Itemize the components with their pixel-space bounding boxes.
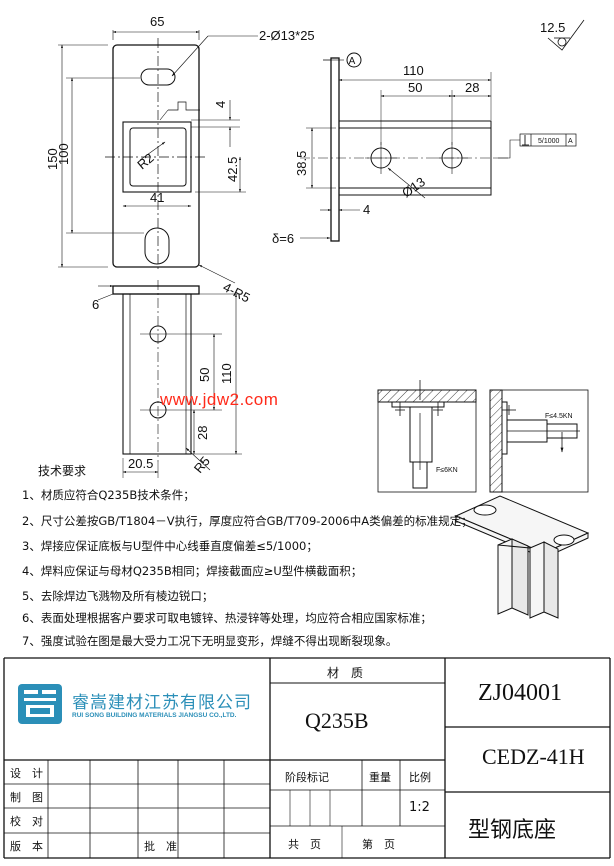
dim-front-110: 110 xyxy=(219,363,234,384)
perpendicularity-value: 5/1000 xyxy=(538,138,560,145)
dim-side-50: 50 xyxy=(408,80,422,95)
dim-side-110: 110 xyxy=(403,63,424,78)
material-value: Q235B xyxy=(305,708,369,733)
tech-item-3: 3、焊接应保证底板与U型件中心线垂直度偏差≤5/1000； xyxy=(22,539,318,553)
check-label: 校 对 xyxy=(10,815,43,828)
dim-height-100: 100 xyxy=(56,143,71,165)
scale-label: 比例 xyxy=(409,771,431,784)
company-logo-icon xyxy=(18,684,62,724)
version-label: 版 本 xyxy=(10,840,43,853)
weight-label: 重量 xyxy=(369,771,391,784)
draw-label: 制 图 xyxy=(10,791,43,804)
company-name-cn: 睿嵩建材江苏有限公司 xyxy=(72,693,252,713)
dim-4a: 4 xyxy=(213,101,228,108)
part-name: 型钢底座 xyxy=(468,818,557,843)
tech-item-4: 4、焊料应保证与母材Q235B相同；焊接截面应≥U型件横截面积； xyxy=(22,564,363,578)
load-diagram-horizontal xyxy=(489,389,589,493)
dim-front-6: 6 xyxy=(92,297,99,312)
tech-item-1: 1、材质应符合Q235B技术条件； xyxy=(22,488,195,502)
front-view xyxy=(97,280,242,478)
design-label: 设 计 xyxy=(10,767,43,780)
dim-top-width: 65 xyxy=(150,14,164,29)
title-block xyxy=(3,657,611,859)
force-vertical: F≤6KN xyxy=(436,467,458,474)
watermark-text: www.jdw2.com xyxy=(160,390,279,409)
dim-front-20-5: 20.5 xyxy=(128,456,153,471)
dim-42-5: 42.5 xyxy=(225,157,240,182)
tech-item-2: 2、尺寸公差按GB/T1804－V执行，厚度应符合GB/T709-2006中A类… xyxy=(22,514,473,528)
company-name-en: RUI SONG BUILDING MATERIALS JIANGSU CO.,… xyxy=(72,712,237,719)
page-number: 第 页 xyxy=(362,838,395,851)
dim-front-50: 50 xyxy=(197,368,212,382)
force-horizontal: F≤4.5KN xyxy=(545,413,573,420)
isometric-view xyxy=(454,495,590,619)
dim-thickness: δ=6 xyxy=(272,231,294,246)
dim-side-28: 28 xyxy=(465,80,479,95)
tech-item-5: 5、去除焊边飞溅物及所有棱边锐口； xyxy=(22,589,214,603)
top-view xyxy=(58,30,258,284)
dim-r2: R2 xyxy=(134,150,156,172)
tech-item-6: 6、表面处理根据客户要求可取电镀锌、热浸锌等处理，均应符合相应国家标准； xyxy=(22,611,432,625)
dim-front-r5: R5 xyxy=(191,454,213,476)
dim-height-150: 150 xyxy=(45,148,60,170)
dim-front-28: 28 xyxy=(195,426,210,440)
model-number: CEDZ-41H xyxy=(482,744,585,769)
load-diagram-vertical xyxy=(377,380,477,493)
dim-hole-spec: 2-Ø13*25 xyxy=(259,28,315,43)
datum-label: A xyxy=(349,56,356,67)
dim-41: 41 xyxy=(150,190,164,205)
dim-side-4: 4 xyxy=(363,202,370,217)
drawing-number: ZJ04001 xyxy=(478,680,562,706)
tech-item-7: 7、强度试验在图是最大受力工况下无明显变形，焊缝不得出现断裂现象。 xyxy=(22,634,398,648)
scale-value: 1:2 xyxy=(409,800,430,815)
perpendicularity-datum: A xyxy=(568,138,573,145)
tech-requirements-title: 技术要求 xyxy=(38,464,87,478)
total-pages: 共 页 xyxy=(288,838,321,851)
dim-corner: 4-R5 xyxy=(221,279,253,305)
side-view xyxy=(300,52,577,242)
roughness-symbol xyxy=(547,19,585,51)
approve-label: 批 准 xyxy=(144,840,177,853)
surface-roughness-value: 12.5 xyxy=(540,20,565,35)
dim-side-38-5: 38.5 xyxy=(294,151,309,176)
stage-label: 阶段标记 xyxy=(285,771,329,784)
material-label: 材 质 xyxy=(327,666,364,680)
